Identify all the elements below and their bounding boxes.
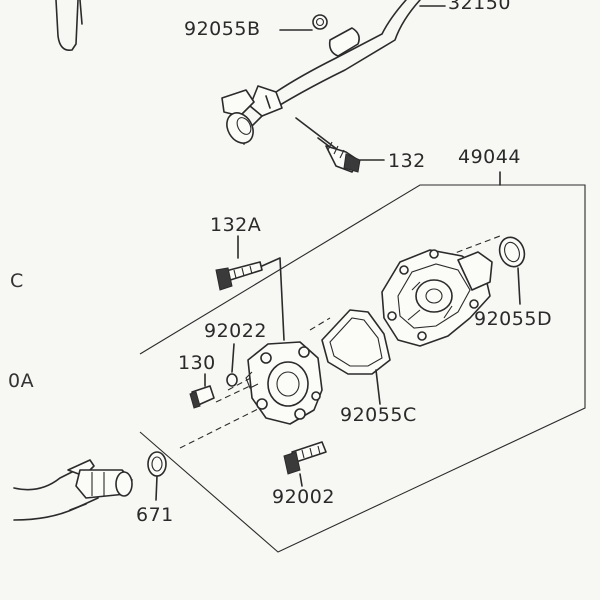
leader-92002 bbox=[299, 473, 303, 487]
washer-92022 bbox=[226, 373, 238, 387]
label-49044: 49044 bbox=[458, 146, 521, 168]
inlet-hose bbox=[13, 459, 133, 521]
leader-92055c bbox=[375, 369, 381, 405]
assembly-frame-49044 bbox=[139, 171, 586, 553]
label-92022: 92022 bbox=[204, 320, 267, 342]
oring-92055b bbox=[312, 14, 328, 30]
oring-92055d bbox=[498, 236, 526, 268]
bolt-130 bbox=[189, 385, 215, 409]
label-130: 130 bbox=[178, 352, 216, 374]
label-32150: 32150 bbox=[448, 0, 511, 14]
label-92055b: 92055B bbox=[184, 18, 261, 40]
label-671: 671 bbox=[136, 504, 174, 526]
water-pipe-32150 bbox=[221, 0, 421, 145]
leader-92055d bbox=[517, 267, 521, 305]
leader-132a-to-body bbox=[261, 257, 285, 341]
bolt-132 bbox=[295, 117, 361, 173]
bolt-92002 bbox=[283, 441, 327, 475]
oring-671 bbox=[147, 451, 167, 477]
leader-92022 bbox=[231, 343, 235, 373]
bolt-132a bbox=[215, 261, 263, 291]
label-132: 132 bbox=[388, 150, 426, 172]
gasket-92055c bbox=[321, 309, 391, 375]
label-92055d: 92055D bbox=[474, 308, 553, 330]
label-92002: 92002 bbox=[272, 486, 335, 508]
bracket-fragment bbox=[55, 0, 83, 52]
label-92055c: 92055C bbox=[340, 404, 417, 426]
label-132a: 132A bbox=[210, 214, 262, 236]
label-fragment-0a: 0A bbox=[8, 370, 35, 392]
pump-housing bbox=[381, 249, 493, 347]
pump-cover bbox=[245, 341, 323, 425]
label-fragment-c: C bbox=[10, 270, 24, 292]
leader-671 bbox=[155, 475, 158, 501]
